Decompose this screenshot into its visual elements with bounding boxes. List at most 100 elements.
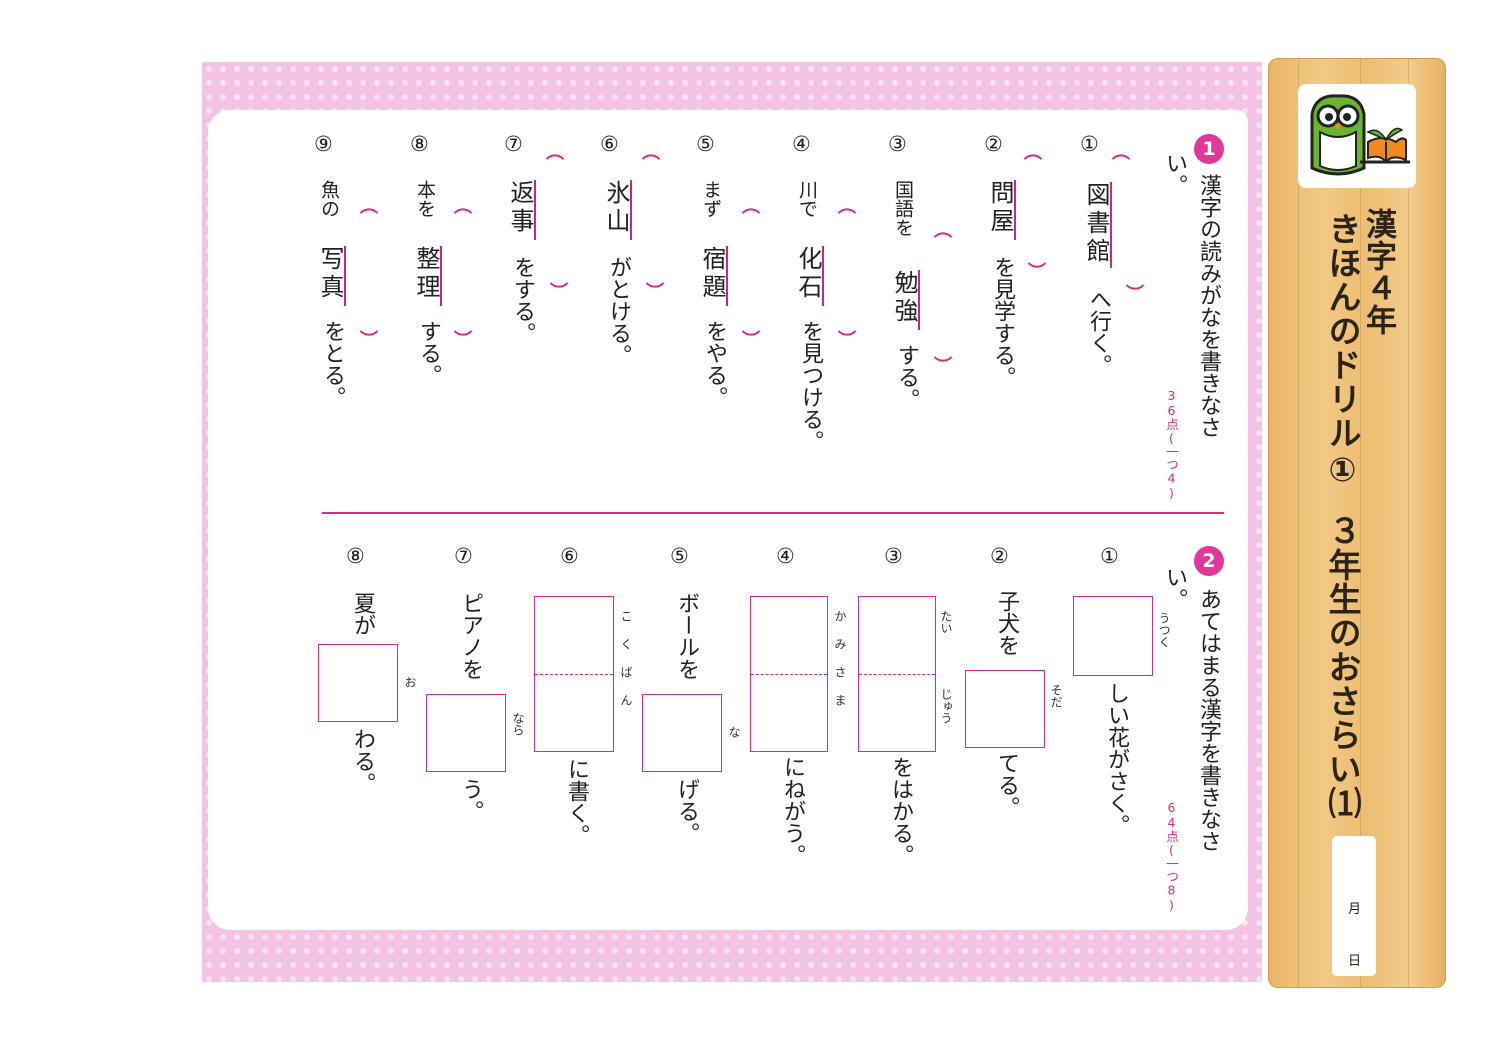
q1-sentence-end: がとける。 — [606, 256, 631, 366]
question-1-instruction: 漢字の読みがなを書きなさ — [1196, 174, 1221, 438]
furigana: じゅう — [939, 688, 953, 724]
wood-grain — [1298, 58, 1299, 988]
q1-sentence-end: を見つける。 — [798, 320, 823, 452]
box-divider — [751, 674, 827, 675]
q1-item-number: ② — [984, 132, 1003, 156]
answer-box[interactable] — [318, 644, 398, 722]
kanji-underline — [344, 246, 346, 306]
q2-sentence-end: にねがう。 — [780, 756, 805, 866]
question-2-instruction-end: い。 — [1162, 566, 1187, 610]
kanji-underline — [726, 246, 728, 306]
subject-title: 漢字４年 — [1360, 208, 1396, 336]
q1-kanji-word: 氷山 — [602, 180, 630, 236]
q2-item-number: ③ — [884, 544, 903, 568]
q2-sentence-end: しい花がさく。 — [1104, 682, 1129, 836]
answer-paren-close[interactable]: ︶ — [646, 282, 664, 303]
question-1-number: 1 — [1194, 134, 1224, 164]
q2-item-number: ① — [1100, 544, 1119, 568]
answer-paren-open: ︵ — [454, 196, 472, 217]
question-2-number: 2 — [1194, 546, 1224, 576]
q1-sentence-end: へ行く。 — [1086, 288, 1111, 376]
box-divider — [859, 674, 935, 675]
question-2-score: 64点(一つ8) — [1164, 800, 1179, 913]
answer-paren-close[interactable]: ︶ — [1028, 262, 1046, 283]
answer-paren-open: ︵ — [546, 142, 564, 163]
q2-sentence-start: ピアノを — [458, 592, 483, 680]
subtitle: ３年生のおさらい⑴ — [1323, 514, 1362, 820]
furigana: な — [727, 726, 741, 738]
month-label: 月 — [1348, 902, 1362, 917]
q2-sentence-end: に書く。 — [564, 758, 589, 846]
q1-kanji-word: 図書館 — [1082, 182, 1110, 266]
worksheet-paper — [208, 110, 1248, 930]
answer-paren-close[interactable]: ︶ — [838, 330, 856, 351]
answer-paren-open: ︵ — [934, 220, 952, 241]
date-box[interactable]: 月 日 — [1332, 836, 1376, 976]
kanji-underline — [822, 246, 824, 306]
answer-paren-open: ︵ — [742, 196, 760, 217]
answer-box[interactable] — [965, 670, 1045, 748]
q1-item-number: ⑨ — [314, 132, 333, 156]
answer-paren-open: ︵ — [838, 196, 856, 217]
day-label: 日 — [1348, 954, 1362, 969]
q1-kanji-word: 問屋 — [986, 180, 1014, 236]
q1-kanji-word: 返事 — [506, 180, 534, 236]
answer-box[interactable] — [642, 694, 722, 772]
q2-sentence-end: げる。 — [674, 778, 699, 844]
answer-paren-close[interactable]: ︶ — [934, 356, 952, 377]
answer-box[interactable] — [426, 694, 506, 772]
kanji-underline — [534, 180, 536, 240]
answer-paren-open: ︵ — [360, 196, 378, 217]
q1-item-number: ⑧ — [410, 132, 429, 156]
section-divider — [322, 512, 1224, 514]
answer-paren-open: ︵ — [1112, 142, 1130, 163]
question-2-instruction: あてはまる漢字を書きなさ — [1196, 588, 1221, 852]
q1-sentence-end: する。 — [416, 320, 441, 386]
q1-item-number: ⑥ — [600, 132, 619, 156]
q2-item-number: ⑤ — [670, 544, 689, 568]
q2-sentence-end: わる。 — [350, 728, 375, 794]
answer-paren-close[interactable]: ︶ — [1126, 284, 1144, 305]
q2-sentence-start: ボールを — [674, 592, 699, 680]
q1-sentence-end: をする。 — [510, 256, 535, 344]
furigana: なら — [511, 712, 525, 736]
q1-item-number: ⑦ — [504, 132, 523, 156]
furigana: たい — [939, 610, 953, 634]
drill-title: きほんのドリル① — [1323, 212, 1362, 490]
q1-item-number: ⑤ — [696, 132, 715, 156]
question-1-instruction-end: い。 — [1162, 152, 1187, 196]
q2-item-number: ⑥ — [560, 544, 579, 568]
furigana: こくばん — [619, 610, 633, 722]
box-divider — [535, 674, 613, 675]
kanji-underline — [630, 180, 632, 240]
answer-paren-open: ︵ — [642, 142, 660, 163]
kanji-underline — [1014, 180, 1016, 240]
q1-kanji-word: 写真 — [316, 246, 344, 302]
wood-grain — [1360, 58, 1361, 988]
furigana: かみさま — [833, 610, 847, 722]
q2-sentence-end: う。 — [458, 778, 483, 822]
kanji-underline — [918, 270, 920, 330]
answer-paren-open: ︵ — [1024, 142, 1042, 163]
q1-sentence-start: 魚の — [318, 180, 340, 218]
q2-item-number: ④ — [776, 544, 795, 568]
answer-paren-close[interactable]: ︶ — [360, 330, 378, 351]
q1-kanji-word: 宿題 — [698, 246, 726, 302]
q1-sentence-start: まず — [700, 180, 722, 218]
q1-sentence-end: する。 — [894, 344, 919, 410]
q2-sentence-start: 夏が — [350, 592, 375, 636]
q1-item-number: ③ — [888, 132, 907, 156]
answer-paren-close[interactable]: ︶ — [742, 330, 760, 351]
q1-item-number: ④ — [792, 132, 811, 156]
answer-paren-close[interactable]: ︶ — [454, 330, 472, 351]
q2-sentence-start: 子犬を — [994, 590, 1019, 656]
q1-kanji-word: 勉強 — [890, 270, 918, 326]
q2-sentence-end: てる。 — [994, 752, 1019, 818]
answer-box[interactable] — [1073, 596, 1153, 676]
q2-item-number: ② — [990, 544, 1009, 568]
answer-paren-close[interactable]: ︶ — [550, 282, 568, 303]
q1-sentence-end: を見学する。 — [990, 256, 1015, 388]
furigana: うつく — [1157, 612, 1171, 648]
furigana: そだ — [1049, 684, 1063, 708]
q1-sentence-start: 川で — [796, 180, 818, 218]
